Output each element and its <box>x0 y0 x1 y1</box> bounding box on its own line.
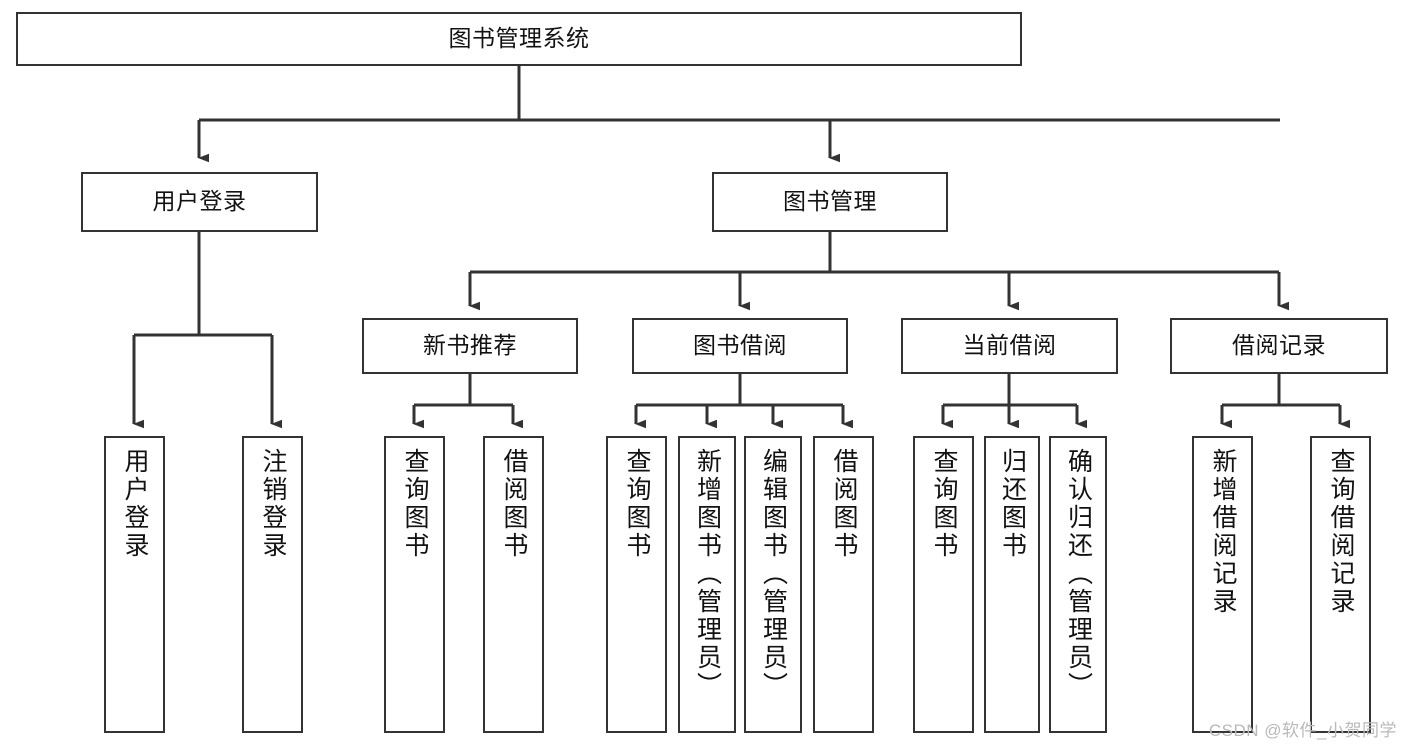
leaf-add-book-admin[interactable]: 新增图书（管理员） <box>678 436 736 733</box>
leaf-return-book[interactable]: 归还图书 <box>984 436 1040 733</box>
leaf-query-book-current[interactable]: 查询图书 <box>913 436 974 733</box>
node-label: 新书推荐 <box>423 332 517 359</box>
node-root-book-management-system[interactable]: 图书管理系统 <box>16 12 1022 66</box>
leaf-borrow-book[interactable]: 借阅图书 <box>813 436 874 733</box>
node-user-login[interactable]: 用户登录 <box>81 172 318 232</box>
node-label: 新增图书（管理员） <box>693 448 722 700</box>
leaf-confirm-return-admin[interactable]: 确认归还（管理员） <box>1049 436 1107 733</box>
leaf-add-borrow-record[interactable]: 新增借阅记录 <box>1192 436 1253 733</box>
node-label: 用户登录 <box>121 448 149 560</box>
node-new-book-recommend[interactable]: 新书推荐 <box>362 318 578 374</box>
leaf-borrow-book-recommend[interactable]: 借阅图书 <box>483 436 544 733</box>
node-label: 借阅记录 <box>1232 332 1326 359</box>
node-book-management[interactable]: 图书管理 <box>712 172 948 232</box>
node-label: 查询图书 <box>930 448 958 560</box>
node-borrow-record[interactable]: 借阅记录 <box>1170 318 1388 374</box>
node-label: 查询图书 <box>401 448 429 560</box>
node-current-borrow[interactable]: 当前借阅 <box>901 318 1118 374</box>
node-label: 借阅图书 <box>500 448 528 560</box>
node-label: 当前借阅 <box>962 332 1057 359</box>
leaf-edit-book-admin[interactable]: 编辑图书（管理员） <box>744 436 802 733</box>
node-label: 用户登录 <box>152 188 247 215</box>
node-label: 新增借阅记录 <box>1209 448 1237 616</box>
leaf-query-book-recommend[interactable]: 查询图书 <box>384 436 445 733</box>
node-label: 借阅图书 <box>830 448 858 560</box>
node-label: 编辑图书（管理员） <box>759 448 788 700</box>
watermark: CSDN @软件_小贺同学 <box>1208 721 1397 740</box>
node-label: 注销登录 <box>259 448 287 560</box>
leaf-user-login[interactable]: 用户登录 <box>104 436 165 733</box>
leaf-logout[interactable]: 注销登录 <box>242 436 303 733</box>
leaf-query-borrow-record[interactable]: 查询借阅记录 <box>1310 436 1371 733</box>
leaf-query-book-borrow[interactable]: 查询图书 <box>606 436 667 733</box>
node-book-borrow[interactable]: 图书借阅 <box>632 318 848 374</box>
node-label: 确认归还（管理员） <box>1064 448 1093 700</box>
node-label: 查询图书 <box>623 448 651 560</box>
node-label: 查询借阅记录 <box>1327 448 1355 616</box>
node-label: 图书借阅 <box>693 332 787 359</box>
node-label: 图书管理 <box>783 188 877 215</box>
node-label: 图书管理系统 <box>448 25 590 52</box>
node-label: 归还图书 <box>998 448 1027 560</box>
